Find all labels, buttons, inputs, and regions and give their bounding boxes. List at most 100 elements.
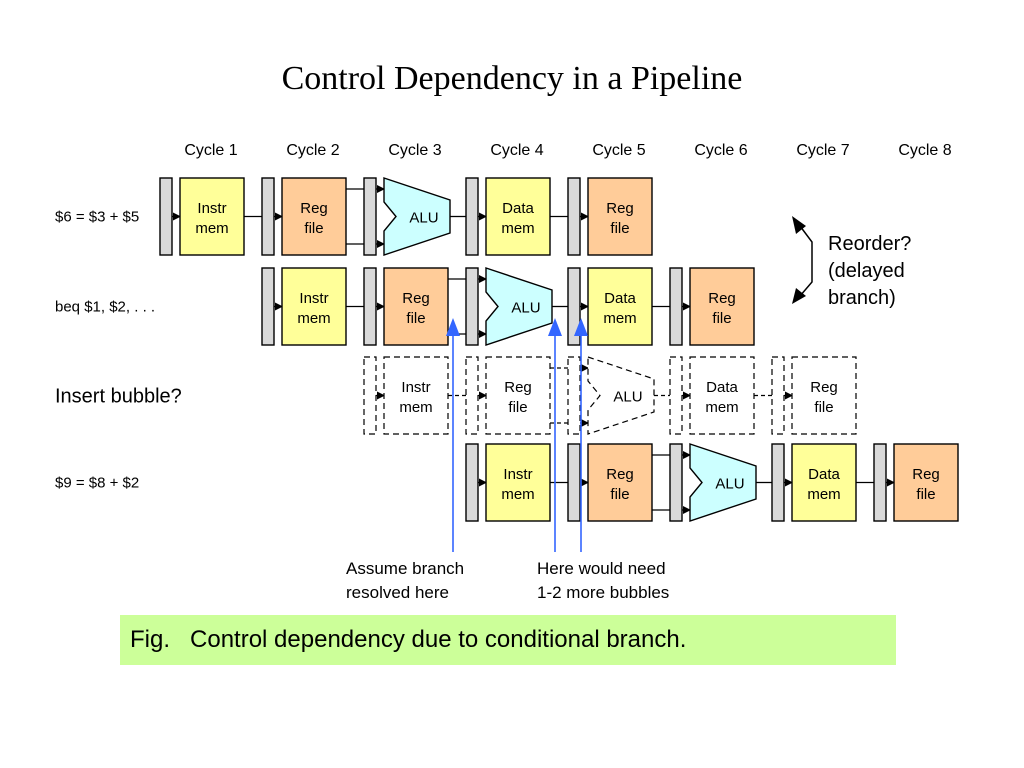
reorder-double-arrow xyxy=(799,225,813,297)
reg-file-block-label-line2: file xyxy=(508,399,527,416)
pipeline-register xyxy=(669,443,683,522)
pipeline-register xyxy=(465,356,479,435)
instr-mem-block-label-line1: Instr xyxy=(401,379,430,396)
alu-label: ALU xyxy=(511,300,540,317)
pipeline-register xyxy=(771,443,785,522)
assume-note-line2: resolved here xyxy=(346,583,449,602)
instruction-label: Insert bubble? xyxy=(55,386,182,408)
bubbles-note-line1: Here would need xyxy=(537,559,666,578)
reg-file-writeback-block-label-line2: file xyxy=(814,399,833,416)
pipeline-register xyxy=(567,177,581,256)
reg-file-writeback-block-label-line2: file xyxy=(712,310,731,327)
bubbles-note-line2: 1-2 more bubbles xyxy=(537,583,669,602)
reorder-arrowhead-up xyxy=(792,216,806,234)
reg-file-writeback-block-label-line1: Reg xyxy=(708,290,736,307)
pipeline-register xyxy=(669,356,683,435)
reorder-arrowhead-down xyxy=(792,288,806,304)
pipeline-register xyxy=(159,177,173,256)
caption-prefix: Fig. xyxy=(130,626,171,653)
instr-mem-block-label-line2: mem xyxy=(195,220,228,237)
reg-file-block-label-line2: file xyxy=(406,310,425,327)
pipeline-register xyxy=(873,443,887,522)
reg-file-writeback-block xyxy=(587,177,653,256)
pipeline-register xyxy=(465,443,479,522)
reg-file-block-label-line2: file xyxy=(304,220,323,237)
data-mem-block-label-line1: Data xyxy=(502,200,534,217)
reg-file-writeback-block-label-line1: Reg xyxy=(810,379,838,396)
reg-file-block-label-line1: Reg xyxy=(402,290,430,307)
cycle-label-1: Cycle 1 xyxy=(184,142,237,159)
cycle-label-3: Cycle 3 xyxy=(388,142,441,159)
cycle-label-2: Cycle 2 xyxy=(286,142,339,159)
instruction-label: beq $1, $2, . . . xyxy=(55,299,155,316)
page-title: Control Dependency in a Pipeline xyxy=(281,60,743,97)
alu-shape xyxy=(587,356,655,435)
instr-mem-block xyxy=(179,177,245,256)
cycle-label-6: Cycle 6 xyxy=(694,142,747,159)
cycle-label-4: Cycle 4 xyxy=(490,142,543,159)
data-mem-block-label-line1: Data xyxy=(706,379,738,396)
instr-mem-block xyxy=(281,267,347,346)
pipeline-register xyxy=(669,267,683,346)
reg-file-writeback-block-label-line2: file xyxy=(610,220,629,237)
data-mem-block-label-line2: mem xyxy=(603,310,636,327)
blue-arrowhead-1 xyxy=(446,318,460,336)
pipeline-register xyxy=(363,356,377,435)
reorder-note-line1: Reorder? xyxy=(828,233,911,255)
pipeline-register xyxy=(567,356,581,435)
alu-shape xyxy=(383,177,451,256)
reg-file-block xyxy=(281,177,347,256)
reg-file-writeback-block-label-line1: Reg xyxy=(606,200,634,217)
reorder-note-line3: branch) xyxy=(828,287,896,309)
cycle-label-7: Cycle 7 xyxy=(796,142,849,159)
data-mem-block xyxy=(791,443,857,522)
pipeline-register xyxy=(465,177,479,256)
alu-shape xyxy=(485,267,553,346)
alu-shape xyxy=(689,443,757,522)
pipeline-row-2: beq $1, $2, . . .InstrmemRegfileALUDatam… xyxy=(55,267,755,346)
assume-note-line1: Assume branch xyxy=(346,559,464,578)
reg-file-block-label-line1: Reg xyxy=(606,466,634,483)
pipeline-register xyxy=(261,267,275,346)
data-mem-block xyxy=(587,267,653,346)
pipeline-register xyxy=(363,177,377,256)
reg-file-writeback-block xyxy=(791,356,857,435)
reorder-note-line2: (delayed xyxy=(828,260,905,282)
reg-file-block xyxy=(587,443,653,522)
instr-mem-block-label-line2: mem xyxy=(399,399,432,416)
instr-mem-block xyxy=(485,443,551,522)
cycle-label-5: Cycle 5 xyxy=(592,142,645,159)
data-mem-block-label-line1: Data xyxy=(604,290,636,307)
alu-label: ALU xyxy=(409,210,438,227)
instr-mem-block-label-line2: mem xyxy=(501,486,534,503)
data-mem-block-label-line2: mem xyxy=(501,220,534,237)
reg-file-writeback-block-label-line2: file xyxy=(916,486,935,503)
instruction-label: $6 = $3 + $5 xyxy=(55,209,139,226)
reg-file-writeback-block xyxy=(689,267,755,346)
data-mem-block-label-line2: mem xyxy=(705,399,738,416)
pipeline-register xyxy=(567,443,581,522)
pipeline-row-1: $6 = $3 + $5 Instr mem Reg file ALU Data mem Reg… xyxy=(55,177,653,256)
data-mem-block-label-line1: Data xyxy=(808,466,840,483)
blue-arrowhead-2 xyxy=(548,318,562,336)
pipeline-register xyxy=(771,356,785,435)
instr-mem-block-label-line1: Instr xyxy=(197,200,226,217)
reg-file-writeback-block xyxy=(893,443,959,522)
instr-mem-block xyxy=(383,356,449,435)
reg-file-block-label-line1: Reg xyxy=(300,200,328,217)
pipeline-register xyxy=(465,267,479,346)
caption-text: Control dependency due to conditional br… xyxy=(190,626,687,653)
reg-file-block xyxy=(485,356,551,435)
reg-file-writeback-block-label-line1: Reg xyxy=(912,466,940,483)
figure-caption: Fig. Control dependency due to condition… xyxy=(120,615,896,665)
instr-mem-block-label-line2: mem xyxy=(297,310,330,327)
pipeline-register xyxy=(363,267,377,346)
reg-file-block xyxy=(383,267,449,346)
instr-mem-block-label-line1: Instr xyxy=(503,466,532,483)
blue-arrowhead-3 xyxy=(574,318,588,336)
alu-label: ALU xyxy=(715,476,744,493)
data-mem-block xyxy=(485,177,551,256)
pipeline-row-3: Insert bubble?InstrmemRegfileALUDatamemR… xyxy=(55,356,857,435)
